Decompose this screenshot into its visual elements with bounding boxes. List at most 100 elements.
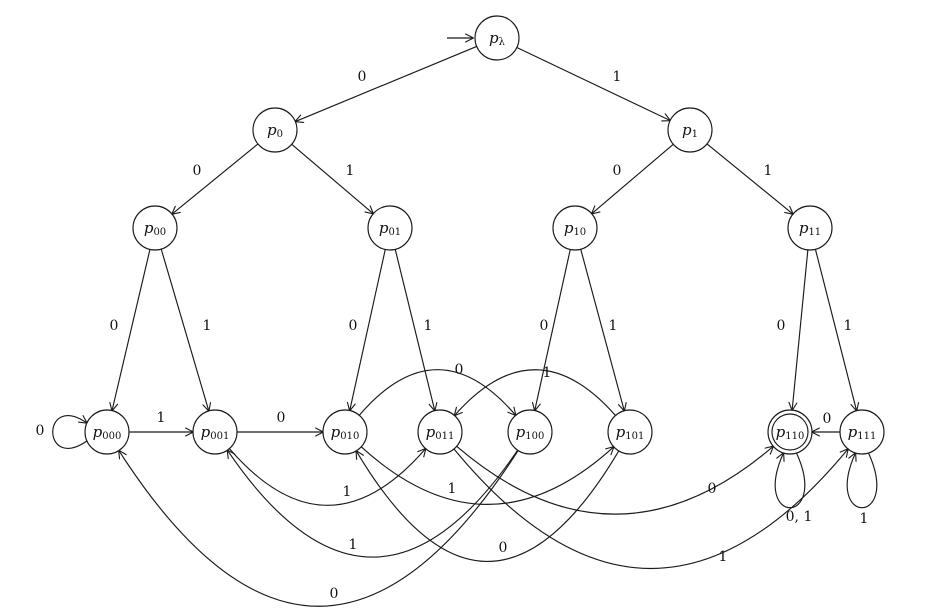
transition-label-p011-p110: 0 [708, 481, 717, 497]
state-label: p111 [848, 423, 877, 442]
state-label: p110 [776, 423, 805, 442]
state-110: p110 [767, 409, 813, 455]
transition-p00-p000 [109, 249, 151, 412]
transition-p100-p001 [226, 449, 519, 558]
transition-label-p11-p110: 0 [777, 318, 786, 334]
state-circle [552, 205, 598, 251]
transition-p00-p001 [160, 248, 212, 412]
transition-pL-p0 [294, 45, 477, 123]
state-lambda: pλ [447, 15, 520, 61]
transition-p11-p111 [814, 249, 860, 412]
state-100: p100 [507, 409, 553, 455]
transition-p11-p110 [788, 249, 809, 412]
transition-pL-p1 [516, 46, 672, 122]
state-circle [132, 205, 178, 251]
transition-label-p0-p00: 0 [193, 163, 202, 179]
state-circle [322, 409, 368, 455]
transition-label-p10-p100: 0 [540, 318, 549, 334]
state-011: p011 [417, 409, 463, 455]
state-001: p001 [192, 409, 238, 455]
transition-label-pL-p1: 1 [613, 69, 622, 85]
state-circle [367, 205, 413, 251]
transition-label-p000-p001: 1 [157, 410, 166, 426]
state-10: p10 [552, 205, 598, 251]
state-label: p0 [267, 121, 283, 140]
state-00: p00 [132, 205, 178, 251]
state-11: p11 [787, 205, 833, 251]
state-label: p00 [144, 219, 166, 238]
transition-p1-p10 [590, 143, 674, 215]
state-010: p010 [322, 409, 368, 455]
transition-p01-p010 [346, 249, 386, 412]
state-circle [192, 409, 238, 455]
state-1: p1 [667, 107, 713, 153]
transition-p1-p11 [706, 143, 794, 215]
transition-label-p100-p000: 0 [330, 586, 339, 602]
state-circle [787, 205, 833, 251]
transition-label-p010-p101: 1 [448, 481, 457, 497]
transition-p101-p010 [355, 450, 620, 562]
state-label: p000 [93, 423, 122, 442]
transition-label-p11-p111: 1 [844, 318, 853, 334]
state-circle [839, 409, 885, 455]
state-circle [417, 409, 463, 455]
state-label: p11 [799, 219, 821, 238]
transition-p0-p00 [171, 143, 259, 215]
transition-label-p000-p000: 0 [36, 423, 45, 439]
state-circle [607, 409, 653, 455]
accepting-inner-circle [771, 413, 809, 451]
transition-label-p101-p011: 1 [543, 365, 552, 381]
transition-label-p10-p101: 1 [609, 318, 618, 334]
transition-p10-p100 [531, 249, 571, 412]
transition-label-p01-p010: 0 [349, 318, 358, 334]
transition-p0-p01 [291, 143, 375, 215]
state-0: p0 [252, 107, 298, 153]
transition-label-p001-p011: 1 [343, 484, 352, 500]
transition-p000-p000 [52, 415, 88, 449]
transition-p01-p011 [394, 249, 438, 412]
transition-label-p0-p01: 1 [346, 163, 355, 179]
transition-label-p101-p010: 0 [499, 540, 508, 556]
transition-label-pL-p0: 0 [358, 69, 367, 85]
state-label: p001 [201, 423, 230, 442]
state-circle [667, 107, 713, 153]
transition-p011-p110 [456, 445, 775, 515]
transition-label-p01-p011: 1 [424, 318, 433, 334]
transition-label-p00-p000: 0 [110, 318, 119, 334]
state-circle [252, 107, 298, 153]
state-label: pλ [489, 29, 506, 48]
state-label: p101 [616, 423, 645, 442]
transition-label-p011-p111: 1 [719, 549, 728, 565]
transition-label-p110-p110: 0, 1 [786, 509, 813, 525]
state-101: p101 [607, 409, 653, 455]
transition-p101-p011 [453, 369, 616, 417]
state-label: p100 [516, 423, 545, 442]
state-label: p1 [682, 121, 698, 140]
state-label: p10 [564, 219, 586, 238]
state-circle [507, 409, 553, 455]
transition-label-p010-p100: 0 [455, 362, 464, 378]
transition-p110-p110 [774, 452, 806, 509]
state-label: p010 [331, 423, 360, 442]
transition-label-p00-p001: 1 [203, 318, 212, 334]
transition-p011-p111 [453, 448, 849, 570]
state-000: p000 [84, 409, 130, 455]
transition-label-p100-p001: 1 [349, 537, 358, 553]
transition-label-p001-p010: 0 [277, 410, 286, 426]
state-circle [474, 15, 520, 61]
transition-label-p1-p11: 1 [764, 163, 773, 179]
state-circle [84, 409, 130, 455]
transition-p100-p000 [118, 449, 519, 607]
transition-label-p1-p10: 0 [613, 163, 622, 179]
transition-p001-p011 [228, 447, 427, 506]
transition-p010-p100 [358, 369, 517, 417]
state-label: p01 [379, 219, 401, 238]
transition-p111-p111 [846, 452, 878, 509]
transition-p10-p101 [580, 249, 627, 412]
state-01: p01 [367, 205, 413, 251]
state-label: p011 [426, 423, 455, 442]
state-111: p111 [839, 409, 885, 455]
transition-label-p111-p111: 1 [860, 511, 869, 527]
